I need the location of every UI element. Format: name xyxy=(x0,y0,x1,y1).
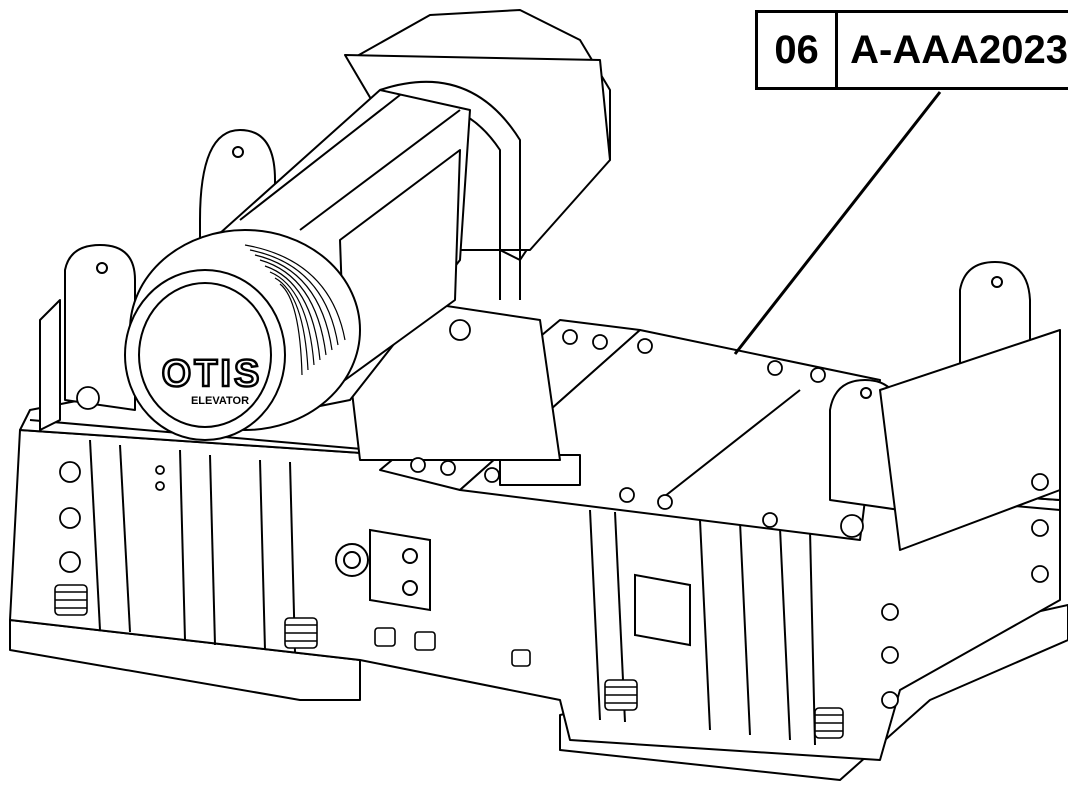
lug-hole xyxy=(860,387,872,399)
drum-winding xyxy=(244,244,346,376)
bolt-set xyxy=(76,319,864,538)
side-guard-left xyxy=(39,299,61,431)
rib xyxy=(809,529,816,746)
rib xyxy=(779,527,791,741)
lug-hole xyxy=(991,276,1003,288)
spring-isolators xyxy=(54,584,844,739)
rib xyxy=(119,444,131,633)
rib xyxy=(89,439,101,631)
deck-plate-right xyxy=(459,329,881,541)
rib xyxy=(589,509,601,721)
rib xyxy=(179,449,186,641)
brand-subtext: ELEVATOR xyxy=(191,395,249,407)
lug-hole xyxy=(232,146,244,158)
rib xyxy=(739,521,751,736)
drum-end-inner xyxy=(138,282,272,428)
front-bracket xyxy=(335,528,691,647)
lifting-lug-left-front xyxy=(64,244,136,411)
lug-hole xyxy=(96,262,108,274)
rib xyxy=(699,519,711,731)
brand-logo: OTIS xyxy=(162,353,263,395)
callout-part-code: A-AAA2023 xyxy=(850,27,1068,72)
rib xyxy=(259,459,266,651)
drum-top-line xyxy=(239,94,401,221)
callout-number: 06 xyxy=(758,13,839,87)
motor-arc xyxy=(379,80,521,300)
rib xyxy=(209,454,216,646)
deck-slot xyxy=(659,389,801,501)
callout-leader-line xyxy=(733,91,942,355)
part-callout-label: 06 A-AAA2023 xyxy=(755,10,1068,90)
side-guard-right xyxy=(879,329,1061,551)
drum-mid-line xyxy=(299,109,461,231)
drum-end-cap xyxy=(124,269,286,441)
